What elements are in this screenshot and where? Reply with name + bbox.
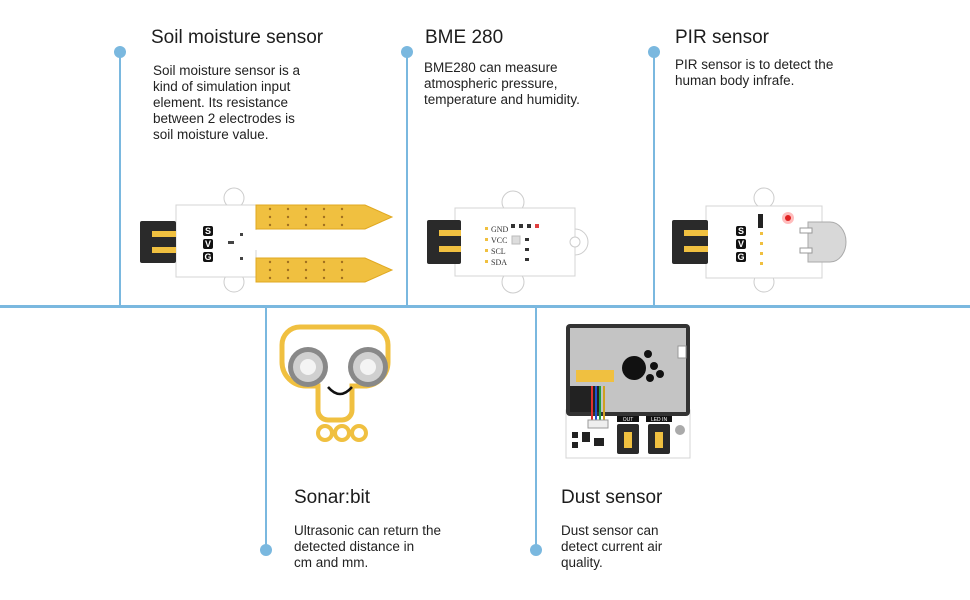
- dust-desc-line: quality.: [561, 555, 603, 570]
- timeline-marker-soil: [114, 46, 126, 58]
- pir-pin-label: S: [738, 226, 744, 236]
- bme280-desc-line: BME280 can measure: [424, 60, 558, 75]
- timeline-horizontal-line: [0, 305, 970, 308]
- soil-sensor-description: Soil moisture sensor is a kind of simula…: [153, 63, 300, 143]
- bme280-description: BME280 can measure atmospheric pressure,…: [424, 60, 580, 108]
- timeline-marker-dust: [530, 544, 542, 556]
- soil-moisture-sensor-illustration: S V G: [140, 187, 394, 293]
- sonar-description: Ultrasonic can return the detected dista…: [294, 523, 441, 571]
- soil-desc-line: element. Its resistance: [153, 95, 289, 110]
- sonar-desc-line: Ultrasonic can return the: [294, 523, 442, 538]
- soil-pin-label: G: [204, 252, 211, 262]
- soil-pin-label: S: [205, 226, 211, 236]
- sonar-desc-line: detected distance in: [294, 539, 415, 554]
- soil-sensor-title: Soil moisture sensor: [151, 27, 324, 48]
- timeline-connector-pir: [653, 52, 655, 306]
- bme280-pin-label: GND: [491, 225, 509, 234]
- soil-pin-label: V: [205, 239, 211, 249]
- dust-sensor-title: Dust sensor: [561, 487, 663, 508]
- soil-desc-line: kind of simulation input: [153, 79, 291, 94]
- sonar-bit-illustration: [279, 324, 391, 442]
- dust-out-label: OUT: [623, 417, 634, 423]
- bme280-desc-line: temperature and humidity.: [424, 92, 580, 107]
- sonar-title: Sonar:bit: [294, 487, 371, 508]
- bme280-pin-label: SCL: [491, 247, 506, 256]
- dust-desc-line: detect current air: [561, 539, 663, 554]
- soil-desc-line: soil moisture value.: [153, 127, 269, 142]
- timeline-marker-pir: [648, 46, 660, 58]
- timeline-connector-bme280: [406, 52, 408, 306]
- bme280-pin-label: SDA: [491, 258, 507, 267]
- bme280-pin-label: VCC: [491, 236, 507, 245]
- timeline-connector-dust: [535, 307, 537, 550]
- pir-sensor-illustration: S V G: [672, 187, 847, 293]
- pir-pin-label: V: [738, 239, 744, 249]
- pir-desc-line: human body infrafe.: [675, 73, 795, 88]
- timeline-connector-sonar: [265, 307, 267, 550]
- dust-sensor-illustration: OUT LED IN: [565, 324, 691, 459]
- timeline-marker-sonar: [260, 544, 272, 556]
- soil-desc-line: Soil moisture sensor is a: [153, 63, 301, 78]
- bme280-sensor-illustration: GND VCC SCL SDA: [427, 190, 589, 294]
- pir-desc-line: PIR sensor is to detect the: [675, 57, 834, 72]
- bme280-desc-line: atmospheric pressure,: [424, 76, 558, 91]
- pir-pin-label: G: [737, 252, 744, 262]
- dust-desc-line: Dust sensor can: [561, 523, 659, 538]
- dust-sensor-description: Dust sensor can detect current air quali…: [561, 523, 662, 571]
- dust-led-in-label: LED IN: [651, 417, 668, 423]
- pir-sensor-description: PIR sensor is to detect the human body i…: [675, 57, 833, 89]
- soil-desc-line: between 2 electrodes is: [153, 111, 295, 126]
- sonar-desc-line: cm and mm.: [294, 555, 369, 570]
- timeline-connector-soil: [119, 52, 121, 306]
- pir-sensor-title: PIR sensor: [675, 27, 769, 48]
- bme280-title: BME 280: [425, 27, 504, 48]
- timeline-marker-bme280: [401, 46, 413, 58]
